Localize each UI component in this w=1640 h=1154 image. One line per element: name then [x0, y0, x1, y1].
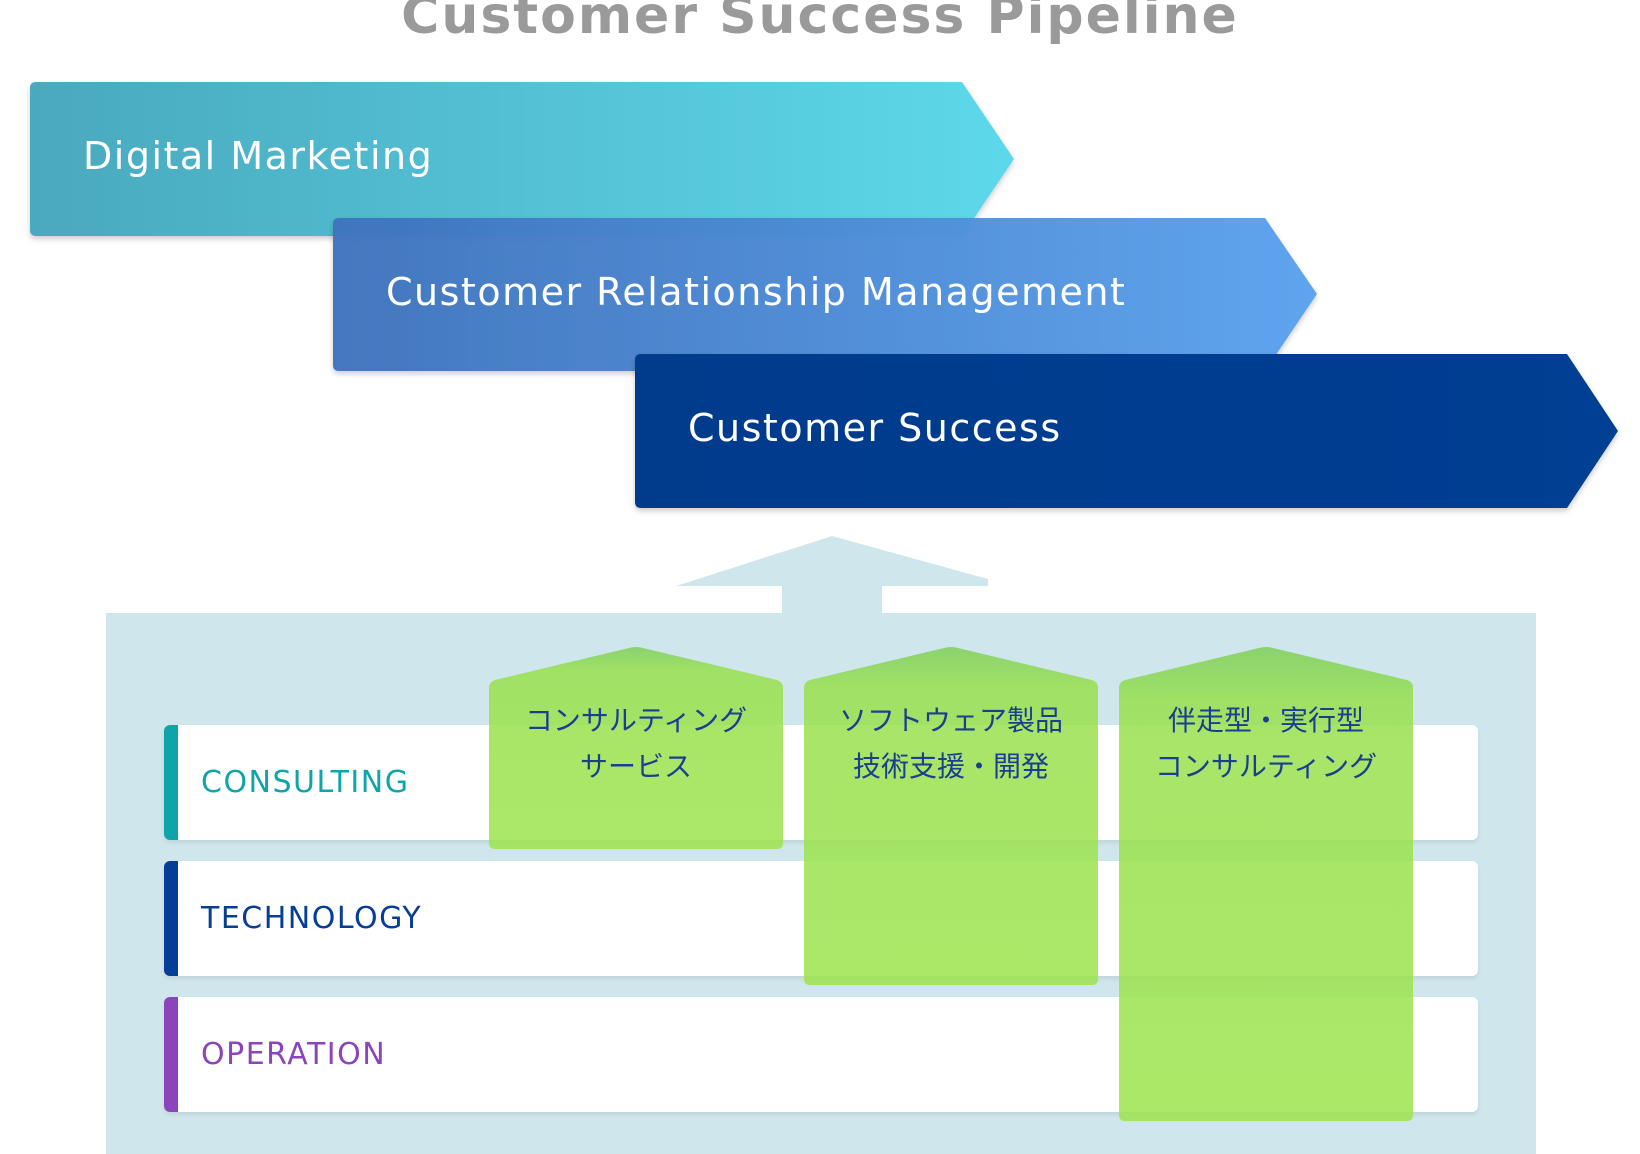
- service-column-hands-on-consulting: [1119, 647, 1413, 1121]
- up-arrow: [676, 536, 988, 616]
- stage-arrow-digital-marketing: [30, 82, 1014, 236]
- stage-label-digital-marketing: Digital Marketing: [83, 134, 434, 178]
- category-color-bar: [164, 997, 178, 1112]
- service-label-consulting-service: コンサルティング サービス: [489, 698, 783, 790]
- service-label-software-support: ソフトウェア製品 技術支援・開発: [804, 698, 1098, 790]
- stage-arrow-crm: [333, 218, 1317, 371]
- service-line: コンサルティング: [1154, 750, 1378, 783]
- service-line: 技術支援・開発: [852, 750, 1049, 783]
- service-line: 伴走型・実行型: [1167, 704, 1364, 737]
- pipeline-arrows: [30, 82, 1618, 508]
- category-color-bar: [164, 861, 178, 976]
- category-label-operation: OPERATION: [201, 1037, 387, 1072]
- diagram-title: Customer Success Pipeline: [401, 0, 1239, 46]
- stage-label-crm: Customer Relationship Management: [386, 270, 1127, 314]
- service-column-software-support: [804, 647, 1098, 985]
- stage-arrow-customer-success: [635, 354, 1618, 508]
- category-label-consulting: CONSULTING: [201, 765, 410, 800]
- category-color-bar: [164, 725, 178, 840]
- service-line: ソフトウェア製品: [838, 704, 1063, 737]
- stage-label-customer-success: Customer Success: [688, 406, 1062, 450]
- service-label-hands-on-consulting: 伴走型・実行型 コンサルティング: [1119, 698, 1413, 790]
- service-line: サービス: [579, 750, 692, 783]
- service-line: コンサルティング: [524, 704, 748, 737]
- category-label-technology: TECHNOLOGY: [201, 901, 423, 936]
- service-column-consulting-service: [489, 647, 783, 849]
